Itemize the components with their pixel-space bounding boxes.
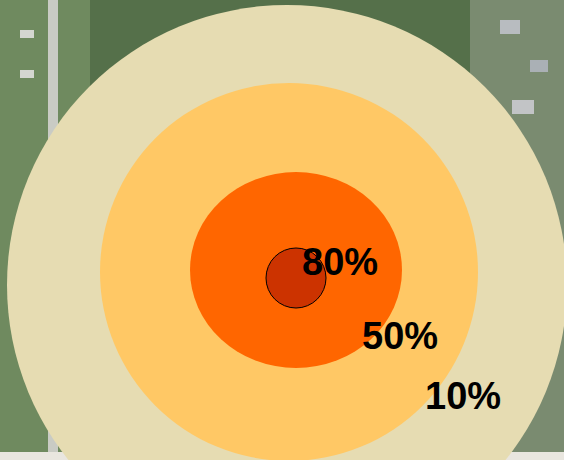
photo-roof	[530, 60, 548, 72]
photo-roof	[512, 100, 534, 114]
photo-roof	[500, 20, 520, 34]
percentage-label: 80%	[302, 243, 378, 281]
photo-car	[20, 30, 34, 38]
percentage-label: 50%	[362, 317, 438, 355]
percentage-label: 10%	[425, 377, 501, 415]
zone-fill	[7, 5, 564, 460]
zone-fill	[190, 172, 402, 368]
zone-circle: 10% 50% 80%	[7, 5, 564, 460]
photo-car	[20, 70, 34, 78]
zone-fill	[100, 83, 478, 460]
zone-circle: 50% 80%	[100, 83, 478, 460]
